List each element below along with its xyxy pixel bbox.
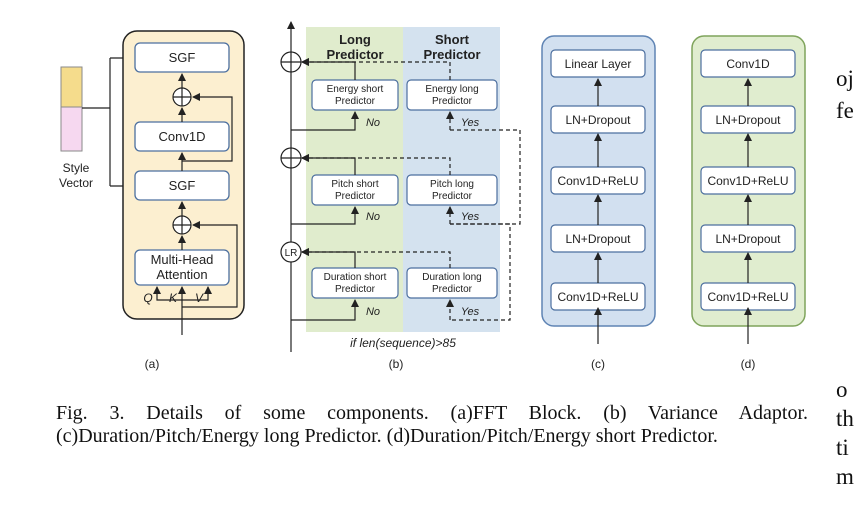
panel-b-label: (b) <box>389 357 404 371</box>
duration-long-box <box>406 267 498 299</box>
panel-a-label: (a) <box>145 357 160 371</box>
sgf-top-label: SGF <box>169 50 196 65</box>
panel-d-layer-label-3: Conv1D+ReLU <box>707 174 788 188</box>
mha-label-2: Attention <box>156 267 207 282</box>
sgf-top-box <box>134 42 230 73</box>
yes-label-pitch: Yes <box>461 211 480 223</box>
panel-d-layer-label-5: Conv1D+ReLU <box>707 290 788 304</box>
mha-label-1: Multi-Head <box>151 252 214 267</box>
condition-label: if len(sequence)>85 <box>350 336 456 350</box>
side-text-4: th <box>836 406 854 431</box>
side-text-3: o <box>836 377 848 402</box>
style-vector-bottom <box>60 106 83 152</box>
side-text-6: m <box>836 464 854 489</box>
q-label: Q <box>143 291 152 305</box>
side-text-1: oj <box>836 66 854 91</box>
no-label-duration: No <box>366 306 380 318</box>
k-label: K <box>169 291 178 305</box>
panel-c-label: (c) <box>591 357 605 371</box>
energy-long-box <box>406 79 498 111</box>
no-label-energy: No <box>366 117 380 129</box>
side-text-5: ti <box>836 435 849 460</box>
energy-short-l2: Predictor <box>335 96 376 107</box>
conv1d-label: Conv1D <box>159 129 206 144</box>
pitch-long-l1: Pitch long <box>430 179 474 190</box>
duration-long-l1: Duration long <box>422 272 481 283</box>
yes-label-duration: Yes <box>461 306 480 318</box>
yes-label-energy: Yes <box>461 117 480 129</box>
panel-c-layer-label-1: Linear Layer <box>565 57 632 71</box>
panel-c-layer-label-5: Conv1D+ReLU <box>557 290 638 304</box>
lr-label: LR <box>285 248 298 259</box>
side-text-2: fe <box>836 98 854 123</box>
pitch-short-l1: Pitch short <box>331 179 378 190</box>
energy-long-l1: Energy long <box>425 84 478 95</box>
panel-c-layer-label-3: Conv1D+ReLU <box>557 174 638 188</box>
panel-d-layer-label-2: LN+Dropout <box>715 113 781 127</box>
duration-short-l1: Duration short <box>324 272 387 283</box>
style-vector-top <box>60 66 83 108</box>
panel-d-layer-label-1: Conv1D <box>726 57 770 71</box>
figure-diagram: Style Vector SGF Conv1D SGF Multi-Head A… <box>59 21 806 371</box>
panel-d-label: (d) <box>741 357 756 371</box>
energy-long-l2: Predictor <box>432 96 473 107</box>
figure-caption: Fig. 3. Details of some components. (a)F… <box>56 402 808 447</box>
panel-c-layer-label-4: LN+Dropout <box>565 232 631 246</box>
pitch-short-l2: Predictor <box>335 191 376 202</box>
panel-c-layer-label-2: LN+Dropout <box>565 113 631 127</box>
short-header-2: Predictor <box>423 47 480 62</box>
v-label: V <box>195 291 204 305</box>
panel-d-layer-label-4: LN+Dropout <box>715 232 781 246</box>
energy-short-l1: Energy short <box>327 84 384 95</box>
style-vector-label-1: Style <box>63 161 90 175</box>
duration-long-l2: Predictor <box>432 284 473 295</box>
duration-short-l2: Predictor <box>335 284 376 295</box>
long-header-1: Long <box>339 32 371 47</box>
pitch-long-box <box>406 174 498 206</box>
long-header-2: Predictor <box>326 47 383 62</box>
no-label-pitch: No <box>366 211 380 223</box>
length-regulator-node <box>280 241 302 263</box>
panel-d-layer-box-1 <box>700 49 796 78</box>
style-vector-label-2: Vector <box>59 176 93 190</box>
short-header-1: Short <box>435 32 470 47</box>
pitch-long-l2: Predictor <box>432 191 473 202</box>
panel-c-layer-box-1 <box>550 49 646 78</box>
sgf-bottom-label: SGF <box>169 178 196 193</box>
